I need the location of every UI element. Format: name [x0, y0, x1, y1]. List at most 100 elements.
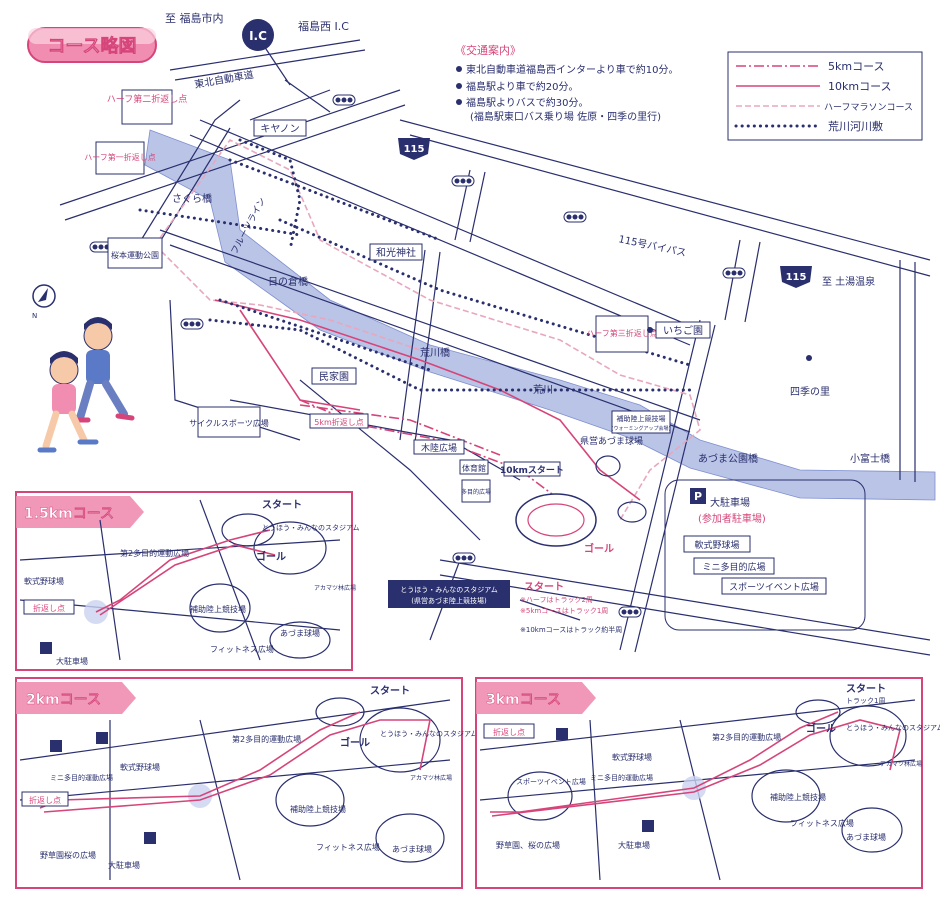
label-start-note-1: ※ハーフはトラック2周: [520, 596, 593, 604]
inset-3km-akamatsu: アカマツ林広場: [880, 760, 922, 768]
label-arakawa-bridge: 荒川橋: [420, 346, 450, 359]
inset-1-5km-start: スタート: [262, 499, 302, 511]
half-marathon-course: [154, 138, 701, 521]
label-start-note-2: ※5kmコースはトラック1周: [520, 607, 608, 615]
inset-1-5km-title: 1.5kmコース: [24, 506, 114, 522]
parking-area: [664, 479, 866, 631]
traffic-signals: [89, 94, 746, 618]
label-half-turn-1: ハーフ第一折返し点: [84, 152, 156, 162]
inset-2km-turn: 折返し点: [29, 795, 61, 805]
label-stadium-sub: (県営あづま陸上競技場): [411, 596, 487, 605]
label-to-tsuchiyu: 至 土湯温泉: [822, 275, 875, 288]
label-kenei-azuma-stadium: 県営あづま球場: [580, 435, 643, 447]
label-shikinosato: 四季の里: [790, 386, 830, 398]
label-hinokura-bridge: 日の倉橋: [268, 275, 308, 288]
inset-3km-start: スタート: [846, 683, 886, 695]
inset-2km-nokusa: 野草園桜の広場: [40, 850, 96, 860]
label-cycle-sports-plaza: サイクルスポーツ広場: [189, 418, 268, 428]
label-multipurpose: 多目的広場: [461, 488, 491, 496]
inset-1-5km-turn: 折返し点: [33, 603, 65, 613]
label-parking-note: (参加者駐車場): [698, 512, 766, 525]
label-start-note-3: ※10kmコースはトラック約半周: [520, 625, 622, 634]
inset-1-5km-softball: 軟式野球場: [24, 576, 64, 586]
label-hojo-stadium: 補助陸上競技場: [617, 414, 666, 423]
label-mini-plaza: ミニ多目的広場: [702, 561, 765, 573]
label-half-turn-2: ハーフ第二折返し点: [107, 93, 187, 105]
legend-riverbank: 荒川河川敷: [828, 119, 883, 133]
ic-badge: I.C: [242, 19, 274, 51]
label-115-bypass: 115号バイパス: [617, 233, 687, 259]
access-info: 《交通案内》 東北自動車道福島西インターより車で約10分。 福島駅より車で約20…: [455, 43, 679, 123]
inset-3km-softball: 軟式野球場: [612, 752, 652, 762]
label-goal: ゴール: [584, 542, 614, 555]
label-azuma-park-bridge: あづま公園橋: [698, 452, 758, 465]
map-title: コース略図: [27, 27, 157, 63]
route-115-text-north: 115: [404, 144, 425, 155]
inset-3km-nokusa: 野草園、桜の広場: [496, 840, 560, 850]
inset-1-5km-stadium: とうほう・みんなのスタジアム: [262, 523, 360, 532]
inset-2km-softball: 軟式野球場: [120, 762, 160, 772]
label-wako-shrine: 和光神社: [376, 246, 416, 259]
access-title: 《交通案内》: [455, 43, 521, 57]
inset-2km-start: スタート: [370, 685, 410, 697]
inset-2km-field2: 第2多目的運動広場: [232, 734, 301, 744]
inset-1-5km-azuma: あづま球場: [280, 628, 320, 638]
arakawa-river: [144, 129, 936, 501]
inset-2km-mini: ミニ多目的運動広場: [50, 773, 113, 782]
inset-3km-parking: 大駐車場: [618, 840, 650, 850]
inset-3km-hojo: 補助陸上競技場: [770, 792, 826, 802]
label-softball-field: 軟式野球場: [694, 539, 739, 551]
inset-3km-field2: 第2多目的運動広場: [712, 732, 781, 742]
inset-2km: 2kmコース スタート ゴール とうほう・みんなのスタジアム 第2多目的運動広場…: [15, 677, 478, 889]
inset-2km-azuma: あづま球場: [392, 844, 432, 854]
inset-2km-title: 2kmコース: [26, 692, 101, 708]
label-half-turn-3: ハーフ第三折返し点: [586, 328, 658, 338]
title-text: コース略図: [47, 35, 136, 57]
label-mokuriku: 木陸広場: [421, 442, 457, 454]
label-10km-start: 10kmスタート: [500, 464, 564, 476]
inset-3km-goal: ゴール: [806, 722, 836, 735]
stadium-outline: [515, 493, 597, 547]
legend-10km: 10kmコース: [828, 80, 892, 93]
label-5km-turn: 5km折返し点: [314, 417, 364, 427]
access-line-2: 福島駅より車で約20分。: [466, 80, 579, 93]
label-sakuramoto-park: 桜本運動公園: [111, 250, 159, 260]
label-canon: キヤノン: [260, 124, 299, 135]
compass-icon: N: [32, 284, 56, 320]
label-expressway: 東北自動車道: [193, 68, 254, 91]
parking-icon: P: [694, 490, 702, 503]
inset-3km-fitness: フィットネス広場: [790, 818, 854, 828]
route-115-badge-east: 115: [780, 266, 812, 288]
inset-3km-stadium: とうほう・みんなのスタジアム: [846, 723, 940, 732]
label-ichigoen: いちご園: [663, 324, 703, 337]
label-stadium: とうほう・みんなのスタジアム: [400, 585, 498, 594]
route-115-badge-north: 115: [398, 138, 430, 160]
label-parking: 大駐車場: [710, 496, 750, 509]
inset-2km-akamatsu: アカマツ林広場: [410, 774, 452, 782]
label-arakawa: 荒川: [533, 384, 553, 396]
label-kofuji-bridge: 小富士橋: [850, 452, 890, 465]
inset-2km-hojo: 補助陸上競技場: [290, 804, 346, 814]
inset-3km-turn: 折返し点: [493, 727, 525, 737]
access-line-3: 福島駅よりバスで約30分。: [466, 96, 589, 109]
inset-1-5km-akamatsu: アカマツ林広場: [314, 584, 356, 592]
label-sakurabashi: さくら橋: [172, 192, 212, 205]
inset-2km-fitness: フィットネス広場: [316, 842, 380, 852]
label-start: スタート: [524, 581, 564, 593]
inset-1-5km-parking: 大駐車場: [56, 656, 88, 666]
svg-text:N: N: [32, 312, 37, 320]
inset-2km-stadium: とうほう・みんなのスタジアム: [380, 729, 478, 738]
inset-3km-title: 3kmコース: [486, 692, 561, 708]
inset-3km-mini: ミニ多目的運動広場: [590, 773, 653, 782]
runners-illustration-icon: [37, 317, 135, 453]
inset-1-5km-fitness: フィットネス広場: [210, 644, 274, 654]
inset-3km: 3kmコース スタート トラック1周 ゴール とうほう・みんなのスタジアム 第2…: [475, 677, 940, 889]
inset-2km-goal: ゴール: [340, 736, 370, 749]
inset-3km-azuma: あづま球場: [846, 832, 886, 842]
inset-1-5km-goal: ゴール: [256, 550, 286, 563]
inset-3km-sports: スポーツイベント広場: [516, 777, 586, 786]
label-gym: 体育館: [462, 463, 486, 473]
inset-1-5km-hojo: 補助陸上競技場: [190, 604, 246, 614]
